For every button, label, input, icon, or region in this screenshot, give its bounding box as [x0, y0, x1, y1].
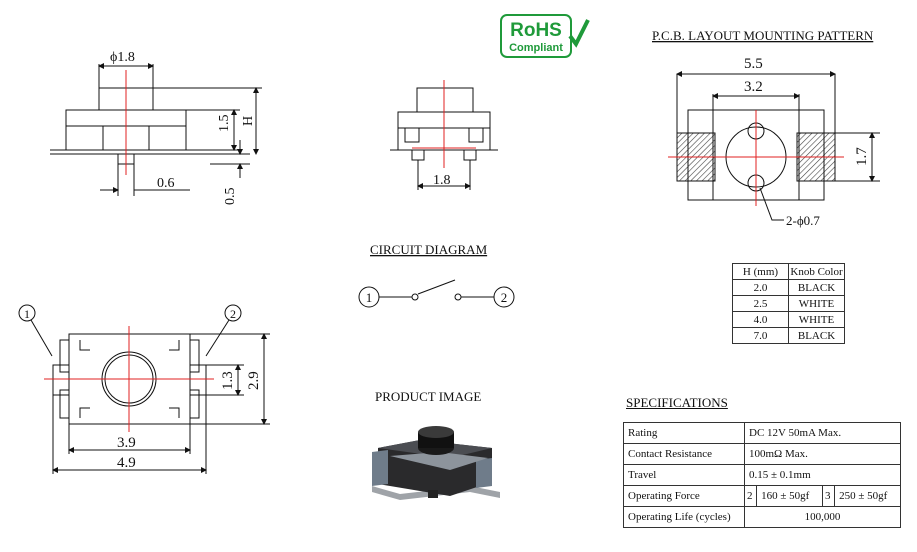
table-cell: 2.5	[732, 295, 789, 312]
pcb-outer-dim: 5.5	[744, 56, 763, 72]
pcb-inner-dim: 3.2	[744, 79, 763, 95]
side-dia-label: ϕ1.8	[110, 50, 135, 65]
front-width-dim: 1.8	[433, 173, 451, 188]
table-cell: BLACK	[788, 327, 845, 344]
pcb-title: P.C.B. LAYOUT MOUNTING PATTERN	[652, 28, 874, 43]
height-table: H (mm) Knob Color 2.0 BLACK 2.5 WHITE 4.…	[732, 263, 845, 344]
table-cell: 160 ± 50gf	[756, 485, 823, 507]
table-cell: DC 12V 50mA Max.	[744, 422, 901, 444]
check-icon	[568, 19, 590, 48]
circuit-title: CIRCUIT DIAGRAM	[370, 242, 488, 257]
top-body-dim: 2.9	[246, 371, 262, 390]
side-lead-dim: 0.6	[157, 176, 175, 191]
top-view	[18, 304, 270, 474]
rohs-badge: RoHS Compliant	[500, 14, 590, 58]
table-cell: WHITE	[788, 295, 845, 312]
side-total-height: H	[241, 116, 256, 126]
table-cell: 2.0	[732, 279, 789, 296]
front-view	[390, 80, 498, 190]
table-cell: Rating	[623, 422, 745, 444]
top-pin1: 1	[24, 307, 30, 321]
table-header: H (mm)	[732, 263, 789, 280]
rohs-sub-text: Compliant	[509, 42, 563, 54]
circuit-pin1: 1	[366, 290, 373, 305]
product-title: PRODUCT IMAGE	[375, 389, 481, 404]
table-cell: 2	[743, 485, 758, 507]
table-cell: Contact Resistance	[623, 443, 745, 465]
table-cell: 3	[821, 485, 836, 507]
table-cell: Travel	[623, 464, 745, 486]
table-cell: 4.0	[732, 311, 789, 328]
table-row: 2.0 BLACK	[732, 279, 845, 296]
top-pad-dim: 1.3	[220, 371, 236, 390]
table-row: Operating Force 2 160 ± 50gf 3 250 ± 50g…	[623, 485, 901, 507]
table-row: Operating Life (cycles) 100,000	[623, 506, 901, 528]
table-row: 7.0 BLACK	[732, 327, 845, 344]
table-cell: 100,000	[744, 506, 901, 528]
side-view	[50, 63, 262, 196]
table-header-row: H (mm) Knob Color	[732, 263, 845, 280]
table-row: Rating DC 12V 50mA Max.	[623, 422, 901, 444]
table-header: Knob Color	[788, 263, 845, 280]
circuit-pin2: 2	[501, 290, 508, 305]
table-cell: Operating Force	[623, 485, 745, 507]
side-body-height: 1.5	[217, 115, 232, 133]
specs-title: SPECIFICATIONS	[626, 395, 728, 410]
product-image	[372, 426, 500, 500]
table-cell: WHITE	[788, 311, 845, 328]
table-row: 2.5 WHITE	[732, 295, 845, 312]
table-cell: 100mΩ Max.	[744, 443, 901, 465]
top-outer-width: 4.9	[117, 455, 136, 471]
table-row: Contact Resistance 100mΩ Max.	[623, 443, 901, 465]
table-cell: BLACK	[788, 279, 845, 296]
table-cell: 250 ± 50gf	[834, 485, 901, 507]
table-cell: Operating Life (cycles)	[623, 506, 745, 528]
pcb-holes-label: 2-ϕ0.7	[786, 213, 820, 228]
table-cell: 7.0	[732, 327, 789, 344]
table-row: 4.0 WHITE	[732, 311, 845, 328]
rohs-main-text: RoHS	[510, 20, 562, 41]
table-row: Travel 0.15 ± 0.1mm	[623, 464, 901, 486]
table-cell: 0.15 ± 0.1mm	[744, 464, 901, 486]
side-foot-dim: 0.5	[223, 188, 238, 206]
top-pin2: 2	[230, 307, 236, 321]
pcb-layout	[668, 71, 880, 221]
specs-table: Rating DC 12V 50mA Max. Contact Resistan…	[623, 422, 901, 528]
circuit-diagram	[358, 279, 515, 308]
top-inner-width: 3.9	[117, 435, 136, 451]
pcb-pad-dim: 1.7	[854, 147, 870, 166]
